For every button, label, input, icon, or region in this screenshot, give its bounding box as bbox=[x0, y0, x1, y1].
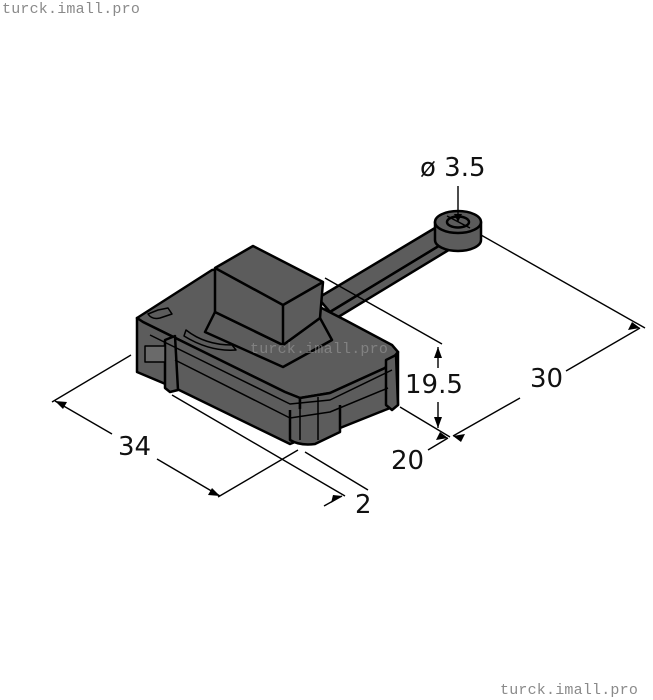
dimension-clip-offset: 2 bbox=[355, 490, 372, 520]
dimension-hole-diameter: ø 3.5 bbox=[420, 153, 486, 183]
dimension-lug-length: 30 bbox=[530, 364, 564, 394]
dimension-arrowheads bbox=[55, 214, 640, 503]
dimension-width: 34 bbox=[118, 432, 152, 462]
watermark-middle: turck.imall.pro bbox=[250, 341, 389, 358]
dimension-depth: 20 bbox=[391, 446, 425, 476]
dimension-lines bbox=[51, 186, 646, 507]
dimension-height: 19.5 bbox=[405, 370, 463, 400]
sensor-body bbox=[135, 244, 400, 446]
watermark-top: turck.imall.pro bbox=[2, 1, 141, 18]
watermark-bottom: turck.imall.pro bbox=[500, 682, 639, 699]
mounting-lug-arm bbox=[316, 209, 483, 324]
